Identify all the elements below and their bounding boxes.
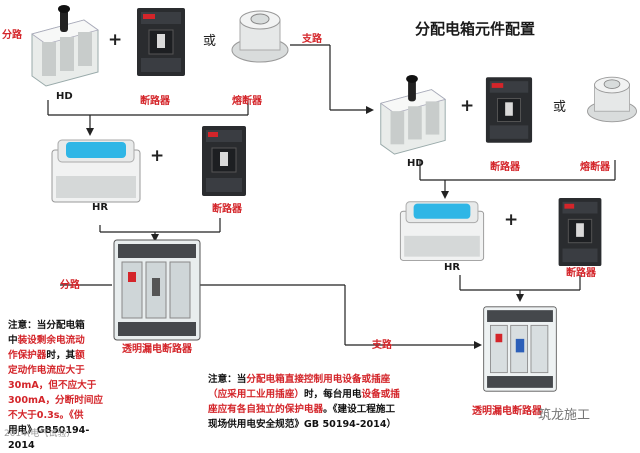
note-bottom-line: 注意：当 xyxy=(208,374,247,385)
circuit-breaker-image xyxy=(485,77,533,143)
watermark: 筑龙施工 xyxy=(538,408,591,423)
label-rcd-left: 透明漏电断路器 xyxy=(122,344,192,355)
circuit-breaker-image xyxy=(137,8,185,76)
label-fuse-right: 熔断器 xyxy=(580,162,610,173)
diagram-canvas: 分配电箱元件配置 分路 HD + 断路器 或 熔断器 支路 HR xyxy=(2,5,637,451)
label-breaker-left-mid: 断路器 xyxy=(212,204,242,215)
label-zhilu-mid: 支路 xyxy=(372,340,392,351)
plus-sign: + xyxy=(504,210,519,230)
label-hr-left: HR xyxy=(92,202,109,213)
note-left: 注意：当分配电箱 中装设剩余电流动 作保护器时，其额 定动作电流应大于 30mA… xyxy=(8,318,103,453)
knife-switch-hd-image xyxy=(379,75,447,155)
hr-switch-image xyxy=(51,139,141,203)
plus-sign: + xyxy=(460,96,475,116)
note-bottom-highlight: 分配电箱直接控制用电设备或插座 xyxy=(246,374,391,385)
label-rcd-right: 透明漏电断路器 xyxy=(472,406,542,417)
note-left-highlight: 装设剩余电流动 xyxy=(17,335,85,346)
note-bottom: 注意：当分配电箱直接控制用电设备或插座 （应采用工业用插座）时，每台用电设备或插… xyxy=(208,372,400,432)
label-hd-right: HD xyxy=(407,158,424,169)
label-or-right: 或 xyxy=(553,100,567,115)
label-fenlu-top: 分路 xyxy=(2,30,22,41)
note-left-line: 中 xyxy=(8,335,18,346)
plus-sign: + xyxy=(150,146,165,166)
fuse-image xyxy=(587,76,637,123)
note-left-highlight: 不大于0.3s。《供 xyxy=(8,410,84,421)
note-left-line: 注意：当分配电箱 xyxy=(8,320,85,331)
label-hr-right: HR xyxy=(444,262,461,273)
plus-sign: + xyxy=(108,30,123,50)
hr-switch-image xyxy=(399,201,485,261)
transparent-rcd-breaker-image xyxy=(113,239,201,341)
arrow-head xyxy=(441,191,449,199)
note-bottom-line: 现场供用电安全规范》GB 50194-2014） xyxy=(208,419,397,430)
label-fenlu-mid: 分路 xyxy=(60,280,80,291)
label-hd-left: HD xyxy=(56,91,73,102)
note-bottom-highlight: 座应有各自独立的保护电器 xyxy=(208,404,324,415)
transparent-rcd-breaker-image xyxy=(483,306,557,392)
note-left-highlight: 作保护器 xyxy=(8,350,47,361)
note-bottom-line: 时，每台用电 xyxy=(303,389,362,400)
label-zhilu-top: 支路 xyxy=(302,34,322,45)
wiring-lines xyxy=(47,44,616,349)
watermark-small: 2014(电气试验) xyxy=(4,429,70,439)
arrow-head xyxy=(151,234,159,242)
fuse-image xyxy=(231,10,289,63)
circuit-breaker-image xyxy=(202,126,246,196)
note-left-line: 时，其 xyxy=(46,350,76,361)
note-left-highlight: 30mA，但不应大于 xyxy=(8,380,97,391)
note-left-line: 2014 xyxy=(8,440,35,451)
note-left-highlight: 额 xyxy=(75,350,85,361)
knife-switch-hd-image xyxy=(31,5,99,87)
note-bottom-highlight: 设备或插 xyxy=(361,389,400,400)
label-fuse-left: 熔断器 xyxy=(232,96,262,107)
note-bottom-highlight: （应采用工业用插座） xyxy=(208,389,304,400)
arrow-head xyxy=(86,128,94,136)
note-bottom-line: 。《建设工程施工 xyxy=(323,404,396,415)
circuit-breaker-image xyxy=(558,197,602,267)
label-breaker-left-top: 断路器 xyxy=(140,96,170,107)
arrow-head xyxy=(516,294,524,302)
diagram-title: 分配电箱元件配置 xyxy=(415,20,536,38)
label-breaker-right-top: 断路器 xyxy=(490,162,520,173)
label-or-left: 或 xyxy=(203,34,217,49)
note-left-line: 用电》GB50194- xyxy=(8,425,90,436)
arrow-head xyxy=(474,341,482,349)
label-breaker-right-mid: 断路器 xyxy=(566,268,596,279)
note-left-highlight: 定动作电流应大于 xyxy=(8,365,85,376)
note-left-highlight: 300mA，分断时间应 xyxy=(8,395,104,406)
arrow-head xyxy=(366,106,374,114)
